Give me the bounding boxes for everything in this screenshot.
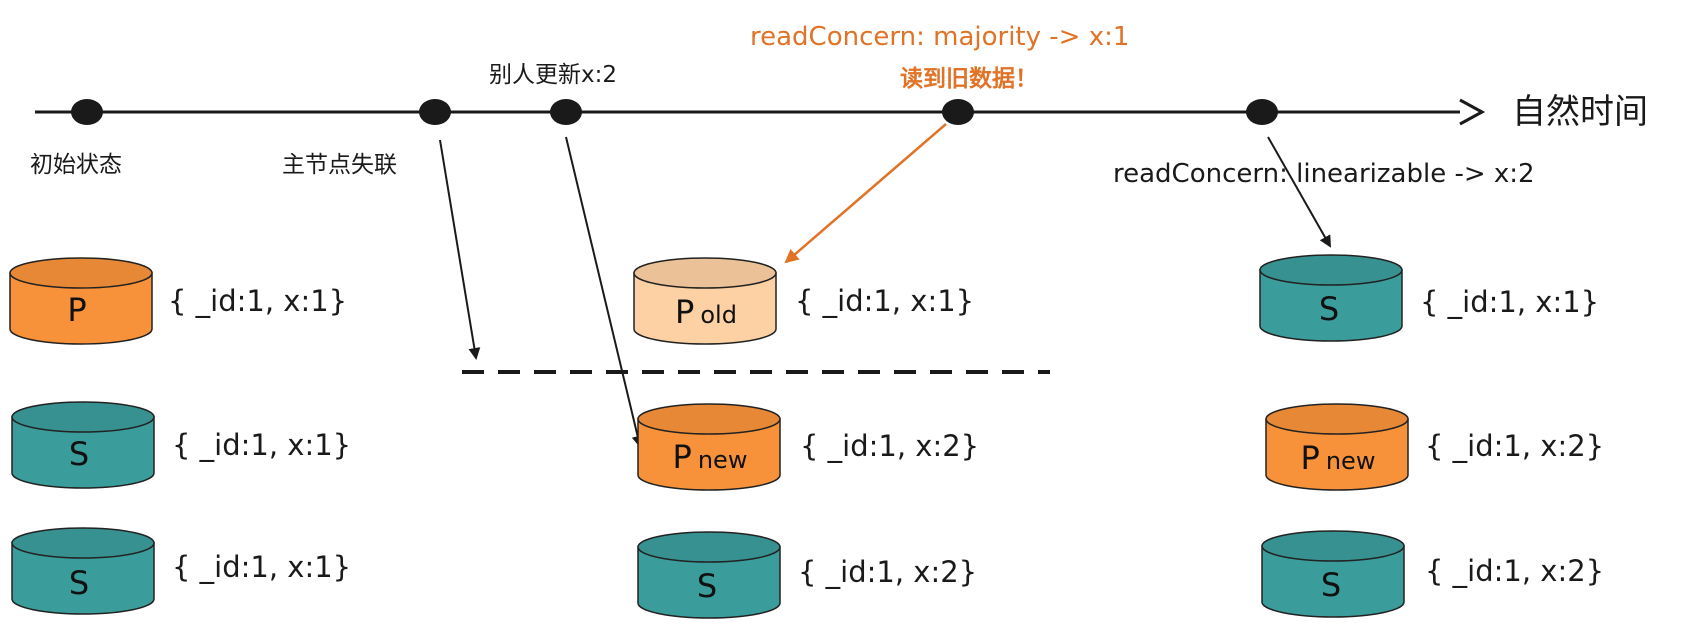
event-label-linearizable-read: readConcern: linearizable -> x:2 — [1113, 159, 1535, 189]
event-dot-initial — [71, 99, 103, 125]
db-cylinder-p-new — [637, 403, 781, 491]
node-document: { _id:1, x:2} — [800, 429, 980, 463]
node-label: S — [1320, 566, 1342, 604]
node-label: S — [696, 567, 718, 605]
event-dot-primary-lost — [419, 99, 451, 125]
event-dot-linearizable-read — [1246, 99, 1278, 125]
axis-label-natural-time: 自然时间 — [1512, 92, 1648, 132]
node-document: { _id:1, x:2} — [1425, 429, 1605, 463]
db-cylinder-s — [637, 531, 781, 619]
db-cylinder-s — [11, 527, 155, 615]
event-label-other-update: 别人更新x:2 — [489, 62, 617, 88]
event-dot-majority-read — [942, 99, 974, 125]
arrow-primary-lost — [439, 139, 481, 360]
node-document: { _id:1, x:1} — [168, 284, 348, 318]
event-label-majority-read: readConcern: majority -> x:1 — [750, 22, 1130, 52]
db-cylinder-p-new — [1265, 403, 1409, 491]
node-label: S — [1318, 290, 1340, 328]
db-cylinder-s — [1261, 530, 1405, 618]
node-document: { _id:1, x:1} — [1420, 285, 1600, 319]
event-label-primary-lost: 主节点失联 — [282, 152, 397, 178]
db-cylinder-p-old — [633, 257, 777, 345]
node-document: { _id:1, x:1} — [172, 428, 352, 462]
stale-read-warning: 读到旧数据！ — [900, 66, 1038, 92]
db-cylinder-p — [9, 257, 153, 345]
arrow-linearizable-read — [1267, 136, 1331, 248]
db-cylinder-s — [11, 401, 155, 489]
db-cylinder-s — [1259, 254, 1403, 342]
arrow-other-update — [565, 136, 644, 448]
node-document: { _id:1, x:2} — [798, 555, 978, 589]
node-label: S — [68, 564, 90, 602]
timeline-axis — [35, 98, 1486, 126]
node-document: { _id:1, x:2} — [1425, 554, 1605, 588]
event-dot-other-update — [550, 99, 582, 125]
arrow-majority-read — [784, 123, 947, 264]
node-label: S — [68, 435, 90, 473]
node-document: { _id:1, x:1} — [172, 550, 352, 584]
node-document: { _id:1, x:1} — [795, 284, 975, 318]
event-label-initial: 初始状态 — [30, 152, 122, 178]
node-label: P — [67, 291, 87, 329]
